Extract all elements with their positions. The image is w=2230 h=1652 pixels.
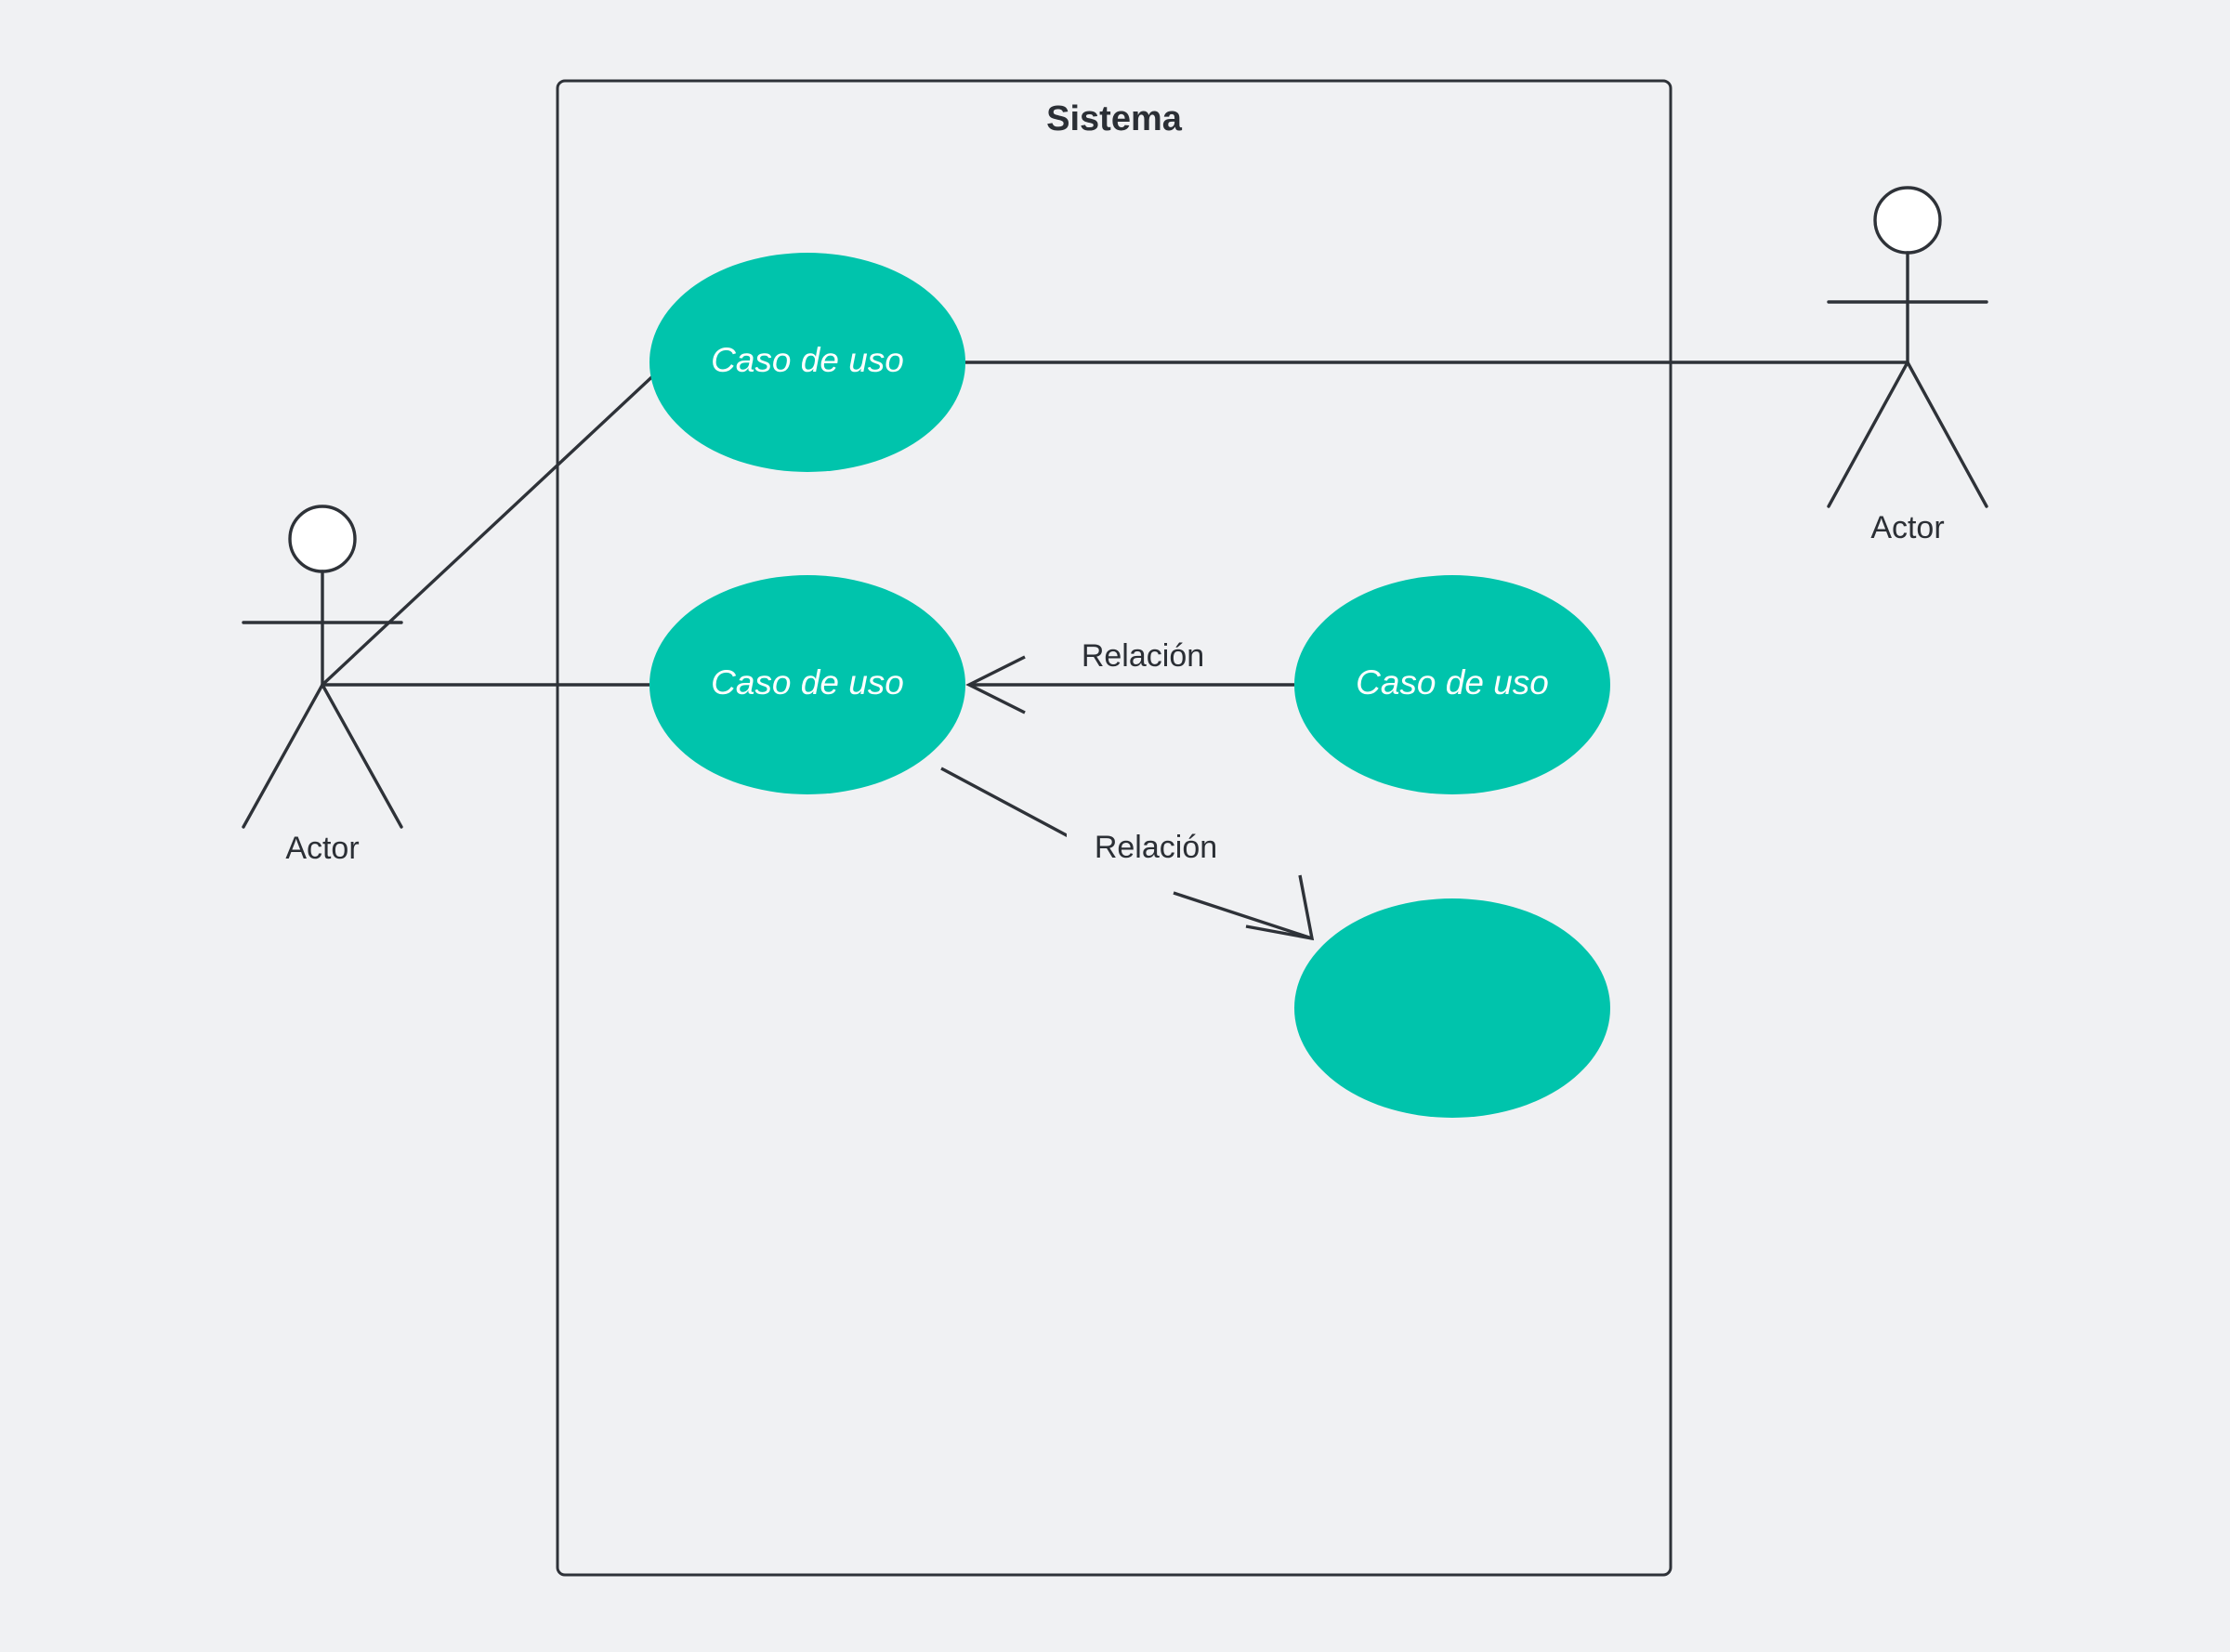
use-case-3[interactable]: Caso de uso xyxy=(1294,575,1610,794)
arrowhead-open xyxy=(1245,874,1315,941)
use-case-label: Caso de uso xyxy=(711,663,904,701)
relation-usecase2-to-usecase4[interactable]: Relación xyxy=(940,767,1315,941)
association-actor-left-usecase1[interactable] xyxy=(321,366,663,687)
relation-label: Relación xyxy=(1082,638,1204,674)
system-boundary-title: Sistema xyxy=(1046,99,1183,138)
use-case-ellipse[interactable] xyxy=(649,253,965,472)
system-boundary-rect[interactable] xyxy=(556,79,1672,1577)
use-case-ellipse[interactable] xyxy=(1294,575,1610,794)
use-case-2[interactable]: Caso de uso xyxy=(649,575,965,794)
actor-label: Actor xyxy=(1870,510,1944,545)
actor-leg-right-line xyxy=(321,683,403,829)
relation-label-backdrop xyxy=(1055,636,1231,680)
use-case-label: Caso de uso xyxy=(711,341,904,379)
actor-leg-right-line xyxy=(1906,361,1988,508)
association-line[interactable] xyxy=(321,366,663,687)
actor-right[interactable]: Actor xyxy=(1827,186,1988,545)
use-case-ellipse[interactable] xyxy=(649,575,965,794)
actor-head-icon xyxy=(1873,186,1942,255)
actor-left[interactable]: Actor xyxy=(242,505,403,866)
actor-label: Actor xyxy=(285,831,359,866)
relation-line-lower[interactable] xyxy=(1173,891,1313,940)
use-case-1[interactable]: Caso de uso xyxy=(649,253,965,472)
use-case-ellipse[interactable] xyxy=(1294,898,1610,1118)
system-boundary[interactable]: Sistema xyxy=(556,79,1672,1577)
actor-leg-left-line xyxy=(242,683,324,829)
relation-label-backdrop xyxy=(1067,827,1245,872)
relation-usecase3-to-usecase2[interactable]: Relación xyxy=(965,636,1294,715)
arrowhead-open xyxy=(965,655,1026,715)
actor-leg-left-line xyxy=(1827,361,1909,508)
use-case-4[interactable] xyxy=(1294,898,1610,1118)
actor-head-icon xyxy=(288,505,357,573)
relation-label: Relación xyxy=(1095,830,1217,865)
use-case-label: Caso de uso xyxy=(1356,663,1549,701)
